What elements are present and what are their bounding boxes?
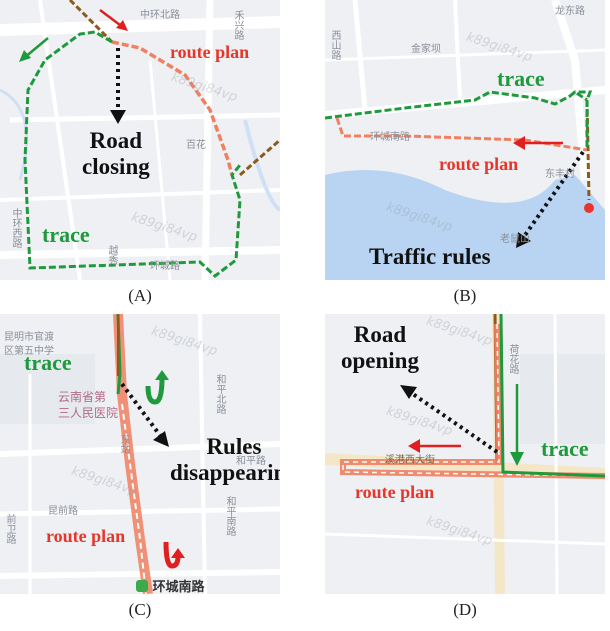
panel-c-poi: 区第五中学 [4,346,54,357]
panel-c-poi: 三人民医院 [58,406,119,420]
trace-label: trace [24,350,72,375]
panel-c-road-label: 和平南路 [224,496,235,536]
event-label-line: opening [341,348,419,374]
caption-a: (A) [128,286,152,305]
panel-b-roads [325,0,605,280]
panel-c-map: 昆明市官渡 区第五中学 云南省第 三人民医院 和平北路 和平路 和平南路 昆前路… [0,314,280,594]
event-label: Rules disappearing [170,434,280,487]
badge-text: 环城南路 [152,580,205,594]
panel-a-map: 中环北路 禾兴路 百花 中环西路 环城路 越秀 k89gi84vp k89gi8… [0,0,280,280]
panel-b-road-label: 环城南路 [370,132,410,143]
panel-c-road-label: 和平北路 [214,374,225,414]
route-plan-label: route plan [46,526,126,546]
panel-c-road-label: 昆前路 [48,506,78,517]
caption-c: (C) [128,600,152,619]
caption-b: (B) [453,286,477,305]
event-label: Road closing [82,128,150,181]
panel-d-roads [325,314,605,594]
panel-c-roads [0,314,280,594]
route-plan-label: route plan [439,154,519,174]
panel-d-map: 荷花路 溪港西大街 k89gi84vp k89gi84vp k89gi84vp … [325,314,605,594]
panel-c-poi: 云南省第 [58,390,107,404]
panel-b-map: 西山路 金家坝 龙东路 环城南路 东丰村 老鼠山 k89gi84vp k89gi… [325,0,605,280]
trace-label: trace [42,222,90,247]
trace-label: trace [497,66,545,91]
panel-a-road-label: 中环北路 [140,10,180,21]
panel-c-road-label: 前卫路 [4,514,15,544]
panel-b-road-label: 东丰村 [545,169,575,180]
event-label-line: Road [353,322,407,347]
panel-a-road-label: 中环西路 [10,208,21,248]
panel-b-road-label: 西山路 [329,30,340,60]
panel-d-road-label: 荷花路 [507,344,518,374]
panel-c-road-label: 东站 [118,434,129,454]
badge-icon [136,580,148,592]
event-label-line: Rules [206,434,262,459]
event-label: Road opening [341,322,419,375]
panel-d-road-label: 溪港西大街 [385,455,435,466]
route-plan-label: route plan [355,482,435,502]
panel-a-road-label: 越秀 [106,245,117,265]
trace-label: trace [541,436,589,461]
panel-b-road-label: 龙东路 [555,6,585,17]
badge-road-label: 环城南路 [136,576,205,594]
panel-a-road-label: 百花 [186,140,206,151]
panel-c-road-label: 和平路 [236,456,266,467]
route-plan-label: route plan [170,42,250,62]
panel-b-road-label: 老鼠山 [500,234,530,245]
panel-a-road-label: 环城路 [150,261,180,272]
panel-a-roads [0,0,280,280]
panel-b-road-label: 金家坝 [411,44,441,55]
panel-c-poi: 昆明市官渡 [4,332,54,343]
event-label-line: Road [89,128,143,153]
event-label-line: closing [82,154,150,180]
event-label: Traffic rules [369,244,491,269]
panel-a-road-label: 禾兴路 [232,10,243,40]
event-label-line: disappearing [170,460,280,486]
caption-d: (D) [453,600,477,619]
